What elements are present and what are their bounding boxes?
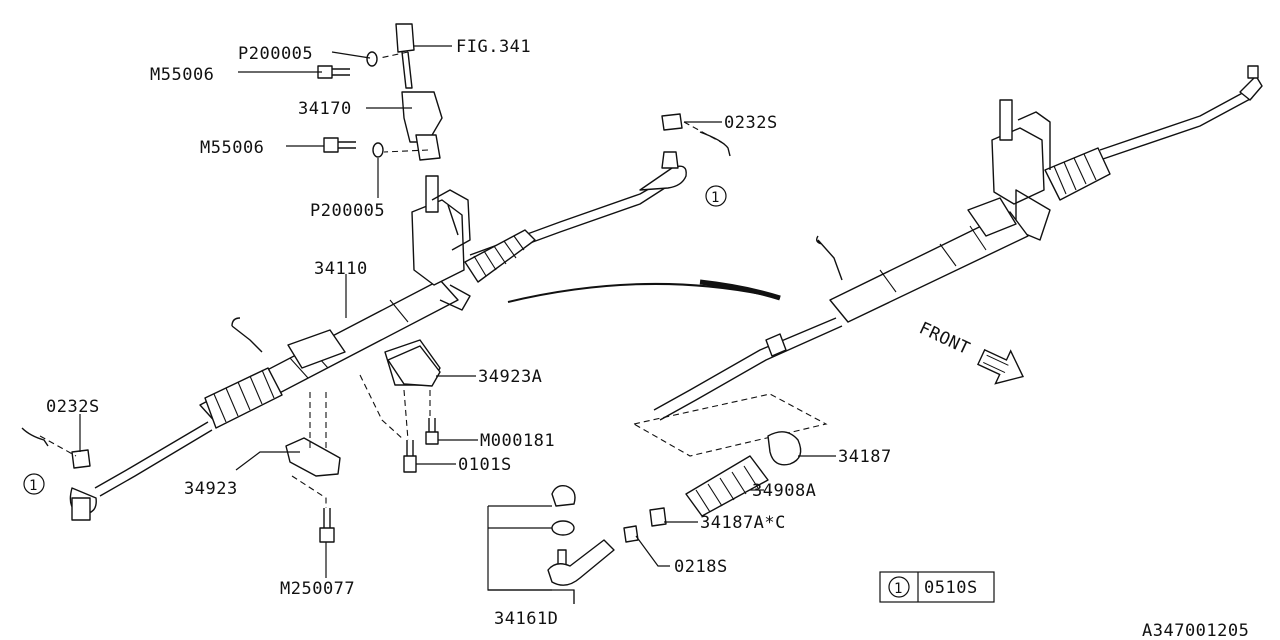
label-p200005-mid[interactable]: P200005 (310, 201, 385, 221)
label-34187ac[interactable]: 34187A*C (700, 513, 786, 533)
label-34187[interactable]: 34187 (838, 447, 892, 467)
label-34923[interactable]: 34923 (184, 479, 238, 499)
leader-lines (79, 45, 836, 604)
front-label: FRONT (916, 318, 973, 359)
svg-text:1: 1 (29, 478, 38, 494)
part-labels: P200005 FIG.341 M55006 34170 M55006 P200… (46, 37, 1249, 640)
label-34110[interactable]: 34110 (314, 259, 368, 279)
ref-box-part: 0510S (924, 578, 978, 598)
label-m000181[interactable]: M000181 (480, 431, 555, 451)
alignment-dashes-left (39, 51, 729, 508)
front-direction-indicator: FRONT (916, 318, 1025, 385)
label-p200005-top[interactable]: P200005 (238, 44, 313, 64)
label-34908a[interactable]: 34908A (752, 481, 816, 501)
label-m55006-top[interactable]: M55006 (150, 65, 214, 85)
diagram-id: A347001205 (1142, 621, 1249, 640)
steering-gearbox-right (653, 65, 1263, 421)
ref-marker-1b: 1 (23, 473, 45, 495)
label-0218s[interactable]: 0218S (674, 557, 728, 577)
label-0232s-left[interactable]: 0232S (46, 397, 100, 417)
reference-box: 1 0510S (879, 571, 995, 603)
label-fig341[interactable]: FIG.341 (456, 37, 531, 57)
label-34923a[interactable]: 34923A (478, 367, 542, 387)
label-m55006-mid[interactable]: M55006 (200, 138, 264, 158)
label-0232s-top[interactable]: 0232S (724, 113, 778, 133)
steering-gearbox-left (21, 23, 731, 543)
label-0101s[interactable]: 0101S (458, 455, 512, 475)
label-m250077[interactable]: M250077 (280, 579, 355, 599)
ref-marker-1a: 1 (705, 185, 727, 207)
label-34170[interactable]: 34170 (298, 99, 352, 119)
exploded-boundary (632, 393, 828, 457)
label-34161d[interactable]: 34161D (494, 609, 558, 629)
boot-parts-exploded (547, 431, 802, 586)
ref-box-number: 1 (894, 581, 903, 597)
svg-text:1: 1 (711, 190, 720, 206)
